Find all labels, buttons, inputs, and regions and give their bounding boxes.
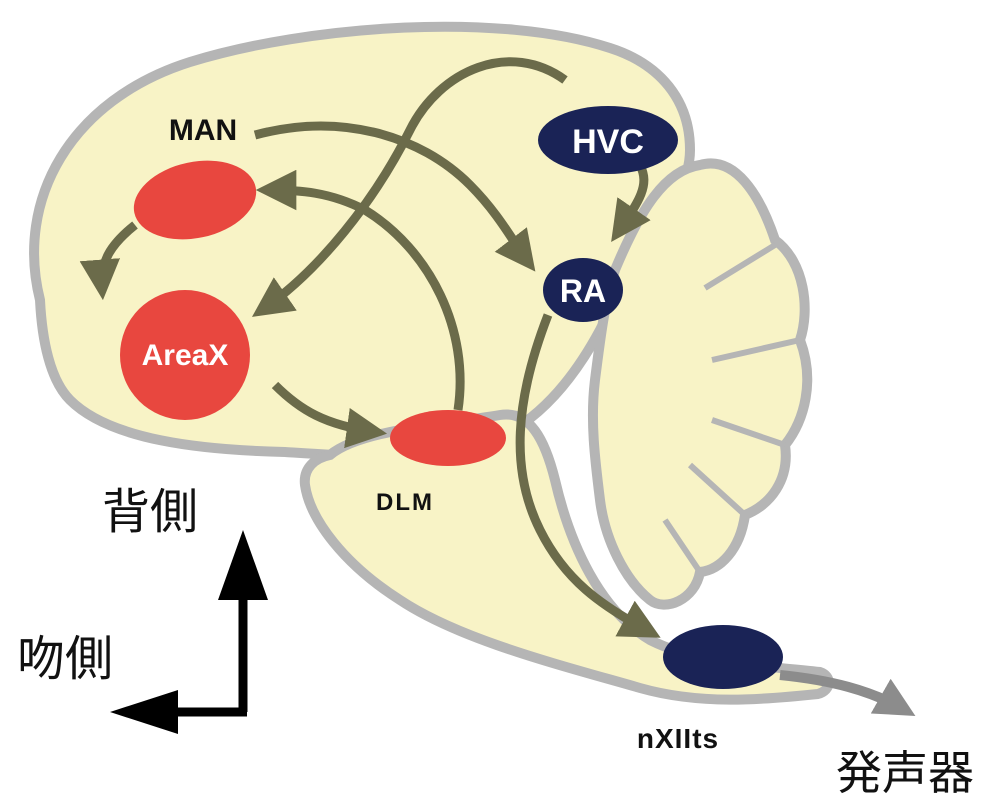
cerebellum-folium [711,417,786,448]
label-areax: AreaX [142,339,229,372]
label-man: MAN [169,114,237,147]
label-vocal-organ: 発声器 [836,746,974,800]
nucleus-man [133,160,257,240]
cerebellum-shape [587,158,813,610]
label-ra: RA [560,273,606,309]
nucleus-dlm [390,410,506,466]
cerebellum-folium [711,337,801,363]
label-dlm: DLM [376,489,434,516]
label-dorsal: 背側 [102,484,198,540]
arrow-man-to-areax [79,221,138,301]
cerebellum-folium [662,518,703,574]
label-rostral: 吻側 [17,631,113,687]
dorsal-arrowhead [218,530,268,600]
label-hvc: HVC [572,123,644,161]
arrow-hvc-to-areax [252,57,568,317]
nucleus-hvc [538,106,678,174]
arrow-hvc-to-ra [611,162,651,243]
rostral-arrowhead [110,690,178,734]
arrow-dlm-to-man [255,169,465,411]
nucleus-nxiits [663,625,783,689]
arrow-nxiits-to-vocal-organ [779,670,916,716]
arrow-ra-to-nxiits [515,313,661,638]
arrow-areax-to-dlm [271,381,388,449]
cerebellum-folium [687,462,748,518]
nucleus-ra [543,258,623,322]
cerebellum-folium [703,242,777,291]
arrow-man-to-ra [253,121,536,272]
label-nxiits: nXIIts [637,723,719,754]
nucleus-areax [120,290,250,420]
